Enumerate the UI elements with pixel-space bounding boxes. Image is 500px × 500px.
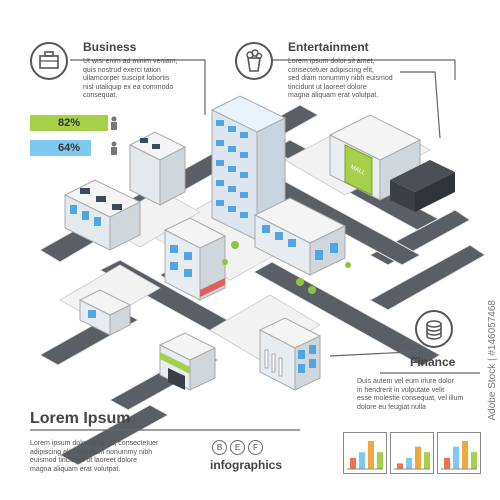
finance-title: Finance <box>410 355 456 369</box>
mini-chart-bar <box>368 441 374 469</box>
mini-chart-bar <box>453 446 459 469</box>
popcorn-icon <box>235 42 273 80</box>
mini-chart-2 <box>390 432 434 474</box>
person-icon <box>108 115 120 136</box>
mini-chart-1 <box>343 432 387 474</box>
stat-value: 82% <box>58 117 81 129</box>
stat-bar-fill: 64% <box>30 140 91 156</box>
mini-chart-bar <box>406 457 412 469</box>
stat-value: 64% <box>58 142 81 154</box>
mini-chart-bar <box>444 457 450 469</box>
entertainment-title: Entertainment <box>288 40 369 54</box>
mini-chart-bar <box>350 457 356 469</box>
badge-f: F <box>248 440 263 455</box>
road-segment <box>252 261 441 367</box>
finance-text: Duis autem vel eum iriure dolor in hendr… <box>357 378 464 411</box>
mini-chart-bar <box>462 441 468 469</box>
green-shop <box>158 332 217 391</box>
stat-bar-fill: 82% <box>30 115 108 131</box>
person-icon <box>108 140 120 161</box>
badge-b: B <box>212 440 227 455</box>
shopping-mall: MALL <box>328 114 455 212</box>
solar-panel-building <box>63 179 142 251</box>
brand-label: infographics <box>210 458 283 472</box>
coins-icon <box>415 310 453 348</box>
road-segment <box>58 404 170 466</box>
apartment-building <box>128 131 187 206</box>
briefcase-icon <box>30 42 68 80</box>
mini-chart-bar <box>359 452 365 469</box>
mini-chart-bar <box>415 446 421 469</box>
footer-text: Lorem ipsum dolor sit amet, consectetuer… <box>30 440 159 473</box>
bank-building <box>258 317 322 391</box>
footer-title: Lorem Ipsum <box>30 410 131 427</box>
stat-bar-1: 82% <box>30 115 130 131</box>
small-house <box>78 289 132 336</box>
badge-e: E <box>230 440 245 455</box>
mini-chart-bar <box>397 463 403 469</box>
entertainment-text: Lorem ipsum dolor sit amet, consectetuer… <box>288 58 393 100</box>
road-segment <box>368 244 486 311</box>
business-text: Ut wisi enim ad minim veniam, quis nostr… <box>83 58 178 100</box>
hotel-building <box>163 217 227 301</box>
stat-bar-2: 64% <box>30 140 130 156</box>
mini-chart-bar <box>377 452 383 469</box>
mini-chart-3 <box>437 432 481 474</box>
badge-row: B E F <box>212 440 263 455</box>
commercial-building <box>253 197 347 276</box>
mini-chart-bar <box>424 452 430 469</box>
business-title: Business <box>83 40 137 54</box>
watermark: Adobe Stock | #146057468 <box>487 300 498 421</box>
mini-chart-bar <box>471 452 477 469</box>
